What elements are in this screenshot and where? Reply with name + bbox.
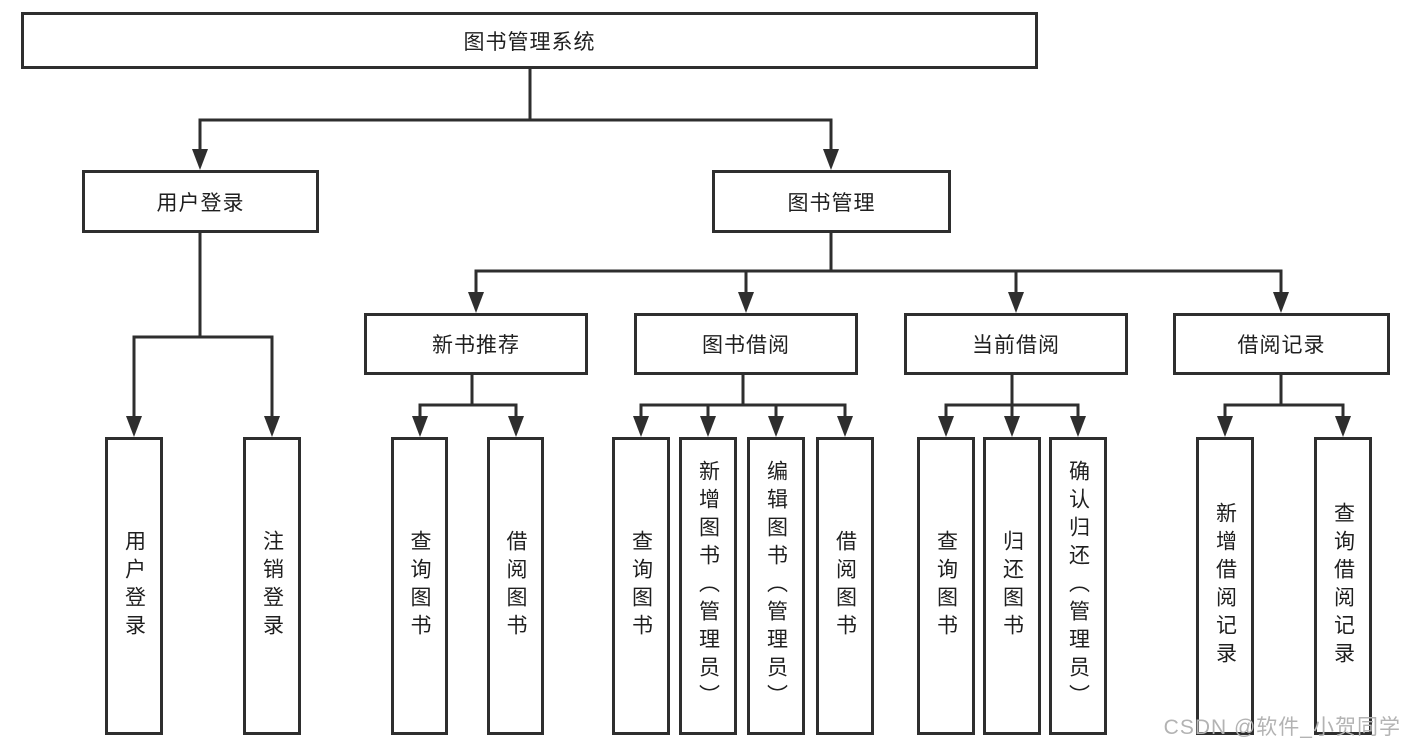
leaf-add-borrow-record-label: 新增借阅记录 — [1213, 502, 1237, 670]
node-root: 图书管理系统 — [21, 12, 1038, 69]
leaf-confirm-return-admin: 确认归还（管理员） — [1049, 437, 1107, 735]
leaf-borrow-books-recommend-label: 借阅图书 — [504, 530, 527, 642]
arrowheads — [126, 149, 1351, 437]
leaf-confirm-return-admin-label: 确认归还（管理员） — [1066, 460, 1090, 712]
node-borrow-records: 借阅记录 — [1173, 313, 1390, 375]
leaf-user-login-label: 用户登录 — [122, 530, 146, 642]
leaf-logout-label: 注销登录 — [260, 530, 284, 642]
leaf-query-books-current: 查询图书 — [917, 437, 975, 735]
node-borrow-records-label: 借阅记录 — [1237, 334, 1326, 357]
node-book-management-label: 图书管理 — [787, 191, 876, 215]
node-current-borrow: 当前借阅 — [904, 313, 1128, 375]
leaf-edit-books-admin: 编辑图书（管理员） — [747, 437, 805, 735]
leaf-edit-books-admin-label: 编辑图书（管理员） — [764, 460, 788, 712]
leaf-add-books-admin: 新增图书（管理员） — [679, 437, 737, 735]
leaf-query-books-recommend: 查询图书 — [391, 437, 448, 735]
leaf-borrow-books-borrow-label: 借阅图书 — [833, 530, 857, 642]
node-new-book-recommend-label: 新书推荐 — [432, 334, 520, 357]
node-current-borrow-label: 当前借阅 — [972, 334, 1060, 357]
leaf-return-books: 归还图书 — [983, 437, 1041, 735]
node-book-borrow: 图书借阅 — [634, 313, 858, 375]
leaf-query-borrow-record-label: 查询借阅记录 — [1331, 502, 1355, 670]
leaf-return-books-label: 归还图书 — [1000, 530, 1024, 642]
leaf-query-books-borrow-label: 查询图书 — [629, 530, 653, 642]
leaf-user-login: 用户登录 — [105, 437, 163, 735]
leaf-logout: 注销登录 — [243, 437, 301, 735]
leaf-borrow-books-recommend: 借阅图书 — [487, 437, 544, 735]
node-book-borrow-label: 图书借阅 — [702, 334, 790, 357]
leaf-query-borrow-record: 查询借阅记录 — [1314, 437, 1372, 735]
node-book-management: 图书管理 — [712, 170, 951, 233]
leaf-borrow-books-borrow: 借阅图书 — [816, 437, 874, 735]
node-root-label: 图书管理系统 — [463, 30, 596, 54]
leaf-add-borrow-record: 新增借阅记录 — [1196, 437, 1254, 735]
node-new-book-recommend: 新书推荐 — [364, 313, 588, 375]
node-user-login: 用户登录 — [82, 170, 319, 233]
leaf-query-books-recommend-label: 查询图书 — [408, 530, 431, 642]
leaf-query-books-current-label: 查询图书 — [934, 530, 958, 642]
leaf-query-books-borrow: 查询图书 — [612, 437, 670, 735]
watermark: CSDN @软件_小贺同学 — [1163, 716, 1401, 739]
leaf-add-books-admin-label: 新增图书（管理员） — [696, 460, 720, 712]
node-user-login-label: 用户登录 — [156, 191, 245, 215]
